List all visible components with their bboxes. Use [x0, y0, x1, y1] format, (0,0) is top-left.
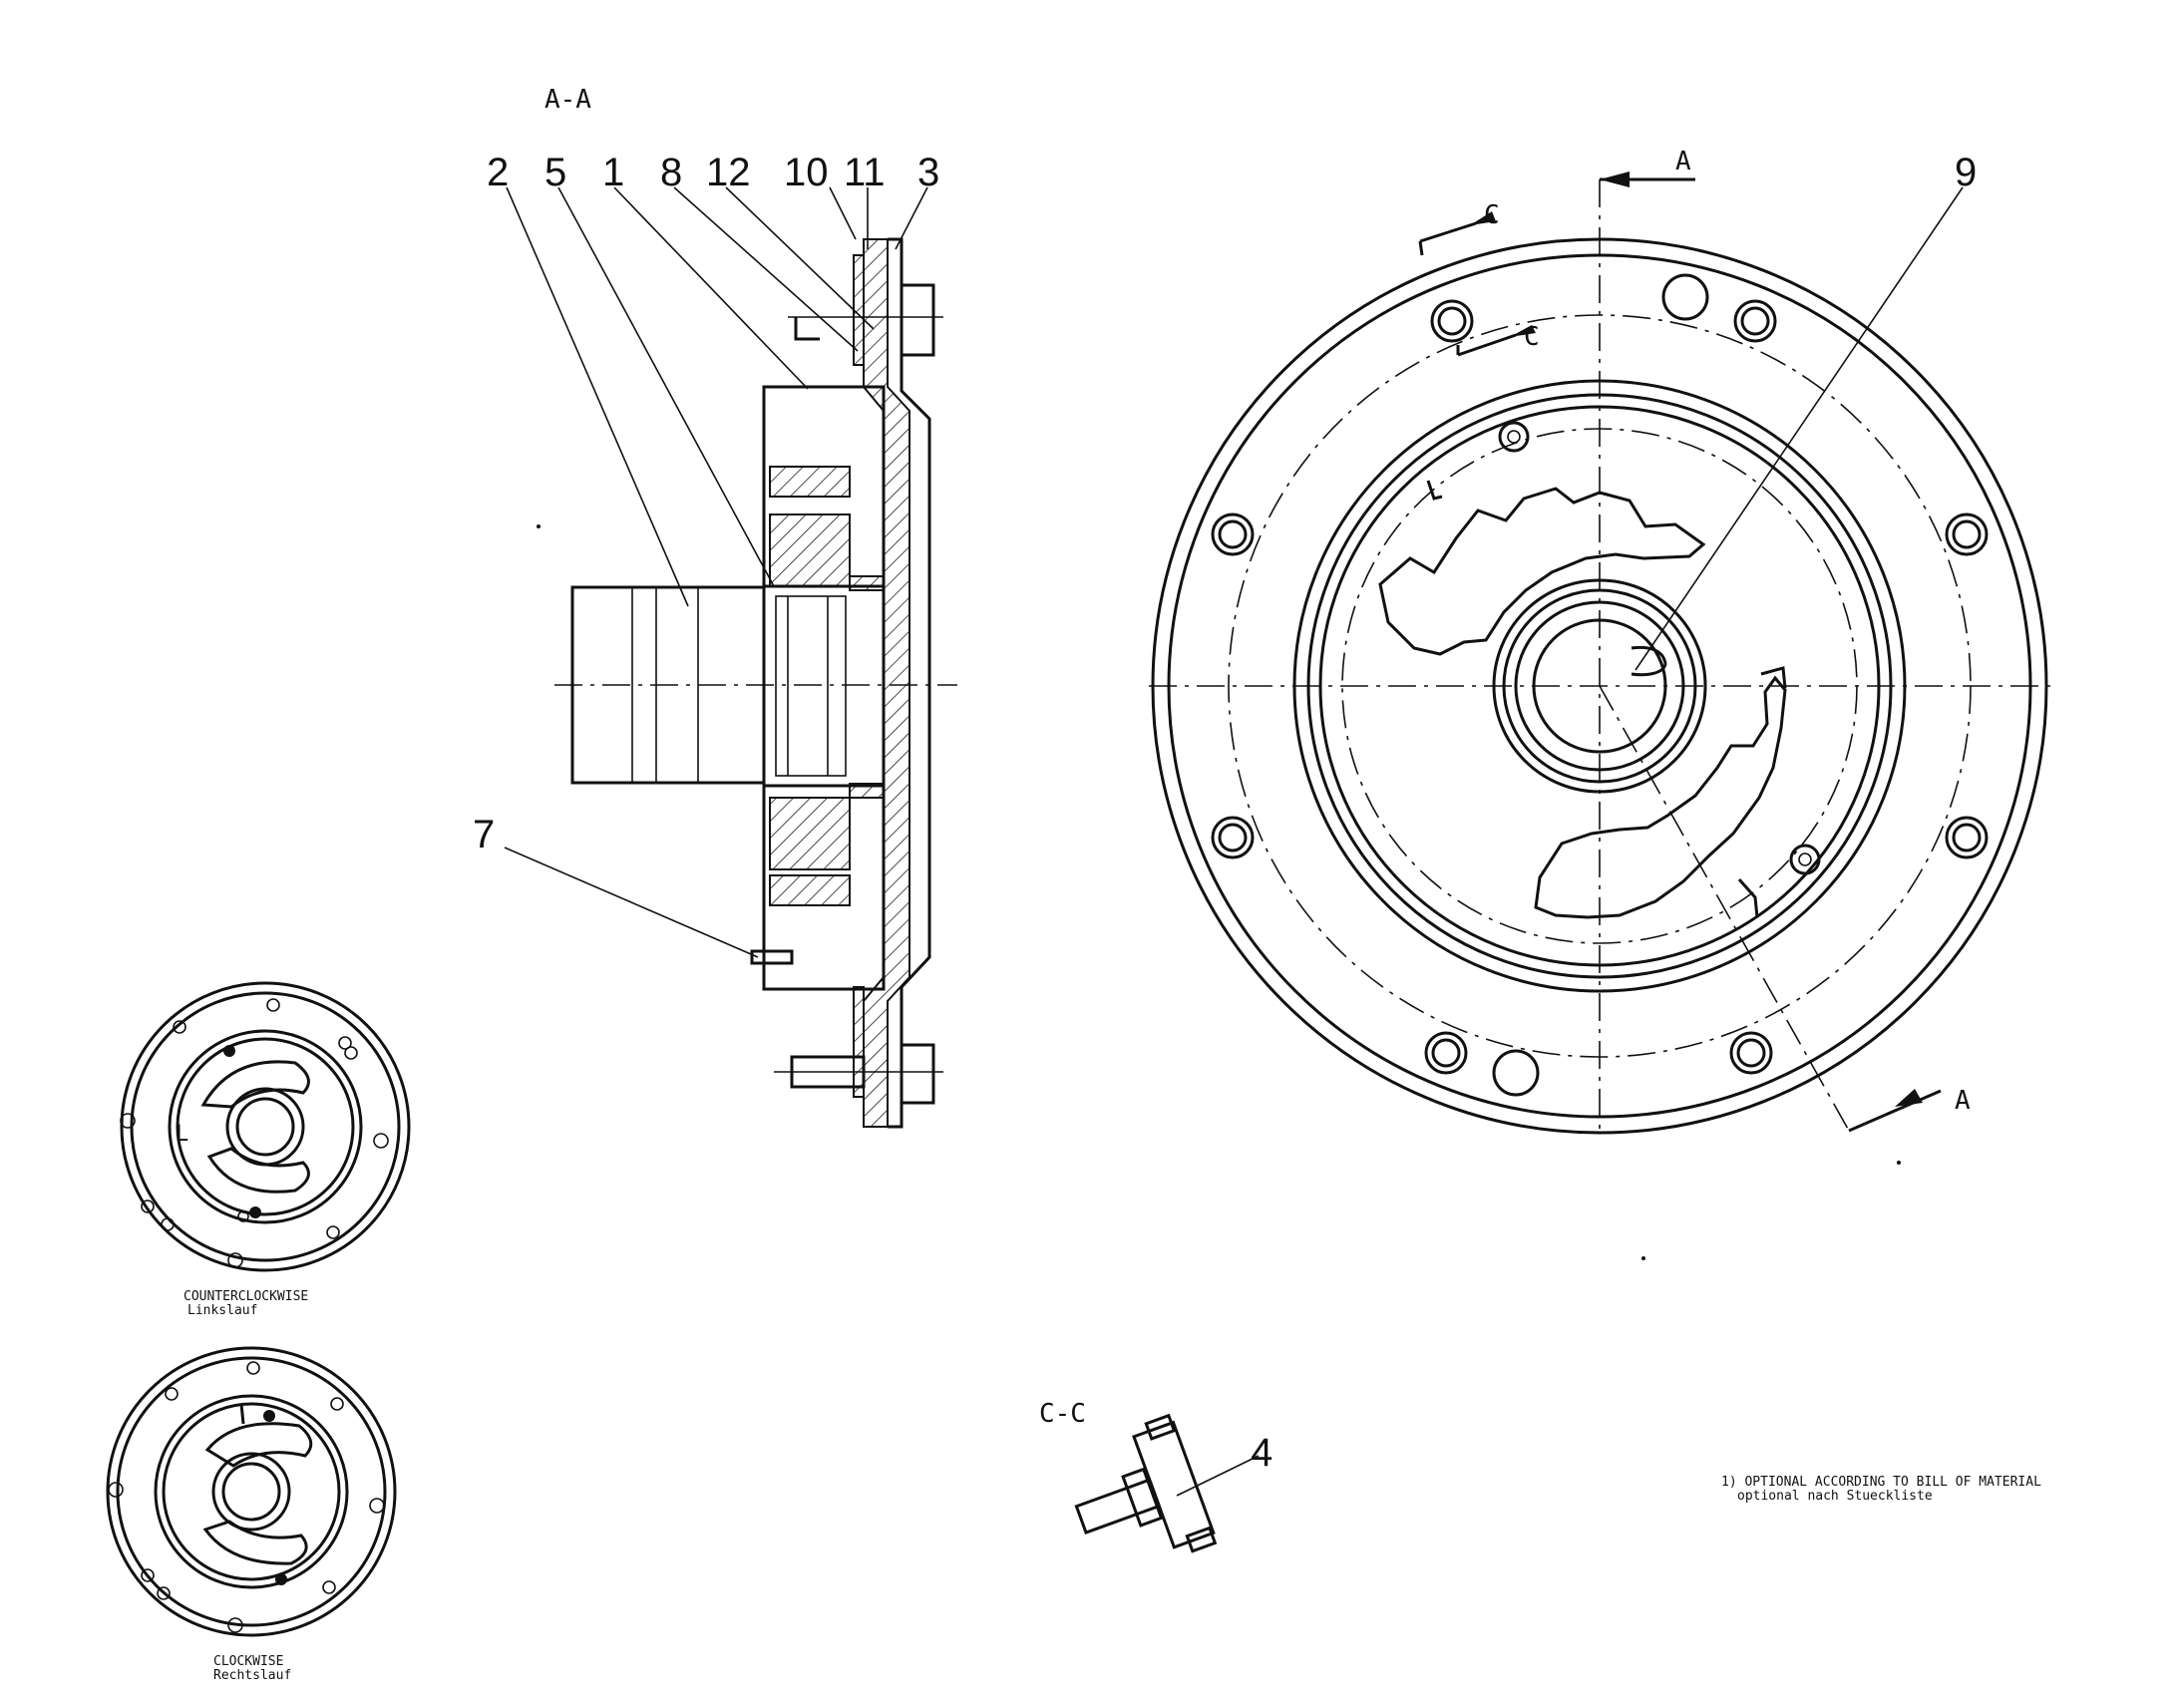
- cut-mark-c-top: C: [1484, 200, 1500, 230]
- bolt-bottom: [900, 1043, 935, 1105]
- rotation-view-ccw: L COUNTERCLOCKWISE Linkslauf: [120, 981, 411, 1318]
- callout-2: 2: [487, 151, 509, 194]
- callout-12: 12: [706, 151, 751, 194]
- section-a-a-view: A-A: [473, 85, 957, 1129]
- note-line-1: 1) OPTIONAL ACCORDING TO BILL OF MATERIA…: [1721, 1475, 2041, 1490]
- cut-mark-a-bottom: A: [1955, 1086, 1971, 1116]
- ccw-mark: L: [176, 1122, 188, 1147]
- cut-mark-a-top: A: [1675, 147, 1691, 176]
- callout-11: 11: [844, 151, 886, 194]
- callout-3: 3: [917, 151, 939, 194]
- rotation-view-cw: CLOCKWISE Rechtslauf: [106, 1346, 397, 1683]
- callout-10: 10: [784, 151, 829, 194]
- note: 1) OPTIONAL ACCORDING TO BILL OF MATERIA…: [1721, 1475, 2041, 1504]
- callout-4: 4: [1251, 1431, 1272, 1475]
- cw-label-de: Rechtslauf: [213, 1668, 291, 1683]
- cw-label-en: CLOCKWISE: [213, 1654, 283, 1669]
- rotor-upper: [1378, 487, 1706, 656]
- callout-8: 8: [660, 151, 682, 194]
- section-a-a-title: A-A: [545, 85, 591, 115]
- callout-5: 5: [545, 151, 566, 194]
- section-c-c-view: C-C 4: [1039, 1399, 1272, 1553]
- bolt-top: [900, 283, 935, 357]
- callout-7: 7: [473, 813, 495, 856]
- ccw-label-de: Linkslauf: [187, 1303, 257, 1318]
- ccw-label-en: COUNTERCLOCKWISE: [183, 1289, 308, 1304]
- rotor-lower: [1534, 675, 1787, 919]
- cut-mark-c-bottom: C: [1524, 322, 1540, 352]
- section-c-c-title: C-C: [1039, 1399, 1086, 1429]
- callout-1: 1: [602, 151, 624, 194]
- note-line-2: optional nach Stueckliste: [1737, 1489, 1933, 1504]
- front-view: A A C C 9: [1149, 147, 2050, 1137]
- callout-9: 9: [1955, 151, 1977, 194]
- bolt-holes: [1211, 273, 1989, 1097]
